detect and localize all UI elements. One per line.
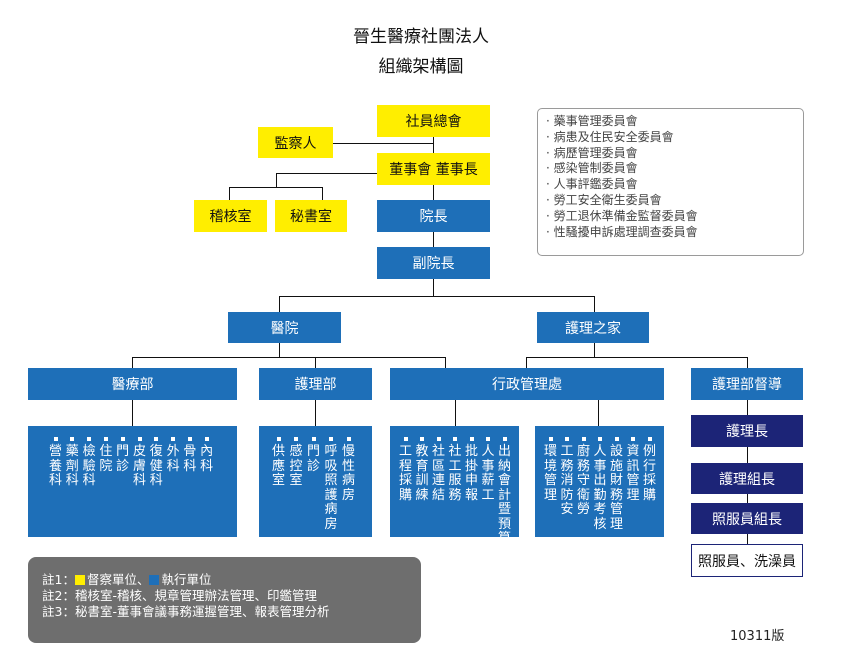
medical-dept-box: 醫療部 (28, 368, 237, 400)
committee-item: · 病患及住民安全委員會 (546, 129, 674, 144)
connector-line (279, 296, 595, 297)
unit-label: 內科 (199, 437, 214, 474)
unit-label: 外科 (166, 437, 181, 474)
home-units-panel: 環境管理工務消防安廚務守衛勞人事出勤考核設施財務管理資訊管理例行採購 (535, 426, 664, 537)
connector-line (132, 357, 446, 358)
committee-item: · 病歷管理委員會 (546, 145, 638, 160)
unit-label: 呼吸照護病房 (324, 437, 339, 532)
connector-line (747, 534, 748, 544)
admin-dept-box: 行政管理處 (390, 368, 664, 400)
connector-line (322, 187, 323, 200)
nursing-units-panel: 供應室感控室門診呼吸照護病房慢性病房 (259, 426, 372, 537)
unit-label: 慢性病房 (341, 437, 356, 503)
notes-panel: 註1： 督察單位、執行單位 註2：稽核室-稽核、規章管理辦法管理、印鑑管理 註3：… (28, 557, 421, 643)
connector-line (594, 343, 595, 357)
connector-line (229, 187, 323, 188)
connector-line (276, 173, 277, 187)
committee-item: · 感染管制委員會 (546, 161, 638, 176)
connector-line (333, 143, 433, 144)
note-2: 註2：稽核室-稽核、規章管理辦法管理、印鑑管理 (42, 588, 317, 603)
unit-label: 人事出勤考核 (593, 437, 608, 532)
committee-item: · 藥事管理委員會 (546, 114, 638, 128)
unit-label: 廚務守衛勞 (576, 437, 591, 518)
connector-line (433, 279, 434, 296)
note-3: 註3：秘書室-董事會議事務運握管理、報表管理分析 (42, 604, 330, 619)
team-leader-box: 護理組長 (691, 463, 803, 494)
org-title: 晉生醫療社團法人 (353, 27, 489, 47)
vice-director-box: 副院長 (377, 247, 490, 279)
connector-line (526, 357, 748, 358)
unit-label: 感控室 (289, 437, 304, 489)
board-chairman-box: 董事會 董事長 (377, 153, 490, 185)
member-assembly-box: 社員總會 (377, 105, 490, 137)
unit-label: 住院 (98, 437, 113, 474)
connector-line (594, 296, 595, 312)
connector-line (132, 357, 133, 368)
connector-line (747, 357, 748, 368)
unit-label: 社區連結 (431, 437, 446, 503)
connector-line (279, 296, 280, 312)
chart-subtitle: 組織架構圖 (378, 57, 464, 77)
unit-label: 門診 (115, 437, 130, 474)
unit-label: 檢驗科 (82, 437, 97, 489)
head-nurse-box: 護理長 (691, 415, 803, 447)
note-1-supervise: 督察單位、 (86, 572, 150, 587)
unit-label: 資訊管理 (626, 437, 641, 503)
unit-label: 社工服務 (448, 437, 463, 503)
unit-label: 出納會計暨預算 (497, 437, 512, 547)
connector-line (455, 400, 456, 426)
execute-color-swatch (149, 575, 160, 585)
committee-item: · 勞工安全衛生委員會 (546, 192, 662, 207)
unit-label: 供應室 (271, 437, 286, 489)
supervise-color-swatch (74, 575, 85, 585)
connector-line (433, 232, 434, 247)
unit-label: 骨科 (182, 437, 197, 474)
unit-label: 門診 (306, 437, 321, 474)
care-staff-box: 照服員、洗澡員 (691, 544, 803, 577)
connector-line (279, 343, 280, 357)
unit-label: 設施財務管理 (609, 437, 624, 532)
nursing-home-box: 護理之家 (537, 312, 649, 343)
unit-label: 環境管理 (543, 437, 558, 503)
note-1-prefix: 註1： (42, 572, 75, 587)
connector-line (276, 173, 378, 174)
committee-item: · 人事評鑑委員會 (546, 177, 638, 192)
connector-line (229, 187, 230, 200)
hospital-box: 醫院 (228, 312, 341, 343)
supervisor-box: 監察人 (258, 127, 333, 158)
nursing-dept-box: 護理部 (259, 368, 372, 400)
unit-label: 藥劑科 (65, 437, 80, 489)
unit-label: 人事薪工 (481, 437, 496, 503)
connector-line (747, 447, 748, 463)
connector-line (315, 400, 316, 426)
version-label: 10311版 (730, 629, 785, 644)
secretary-office-box: 秘書室 (275, 200, 347, 232)
connector-line (747, 494, 748, 503)
unit-label: 工務消防安 (560, 437, 575, 518)
connector-line (526, 357, 527, 368)
unit-label: 營養科 (48, 437, 63, 489)
connector-line (445, 357, 446, 368)
medical-units-panel: 營養科藥劑科檢驗科住院門診皮膚科復健科外科骨科內科 (28, 426, 237, 537)
unit-label: 皮膚科 (132, 437, 147, 489)
unit-label: 復健科 (149, 437, 164, 489)
committee-list: · 藥事管理委員會· 病患及住民安全委員會· 病歷管理委員會· 感染管制委員會·… (537, 108, 804, 256)
note-1: 註1： 督察單位、執行單位 (42, 572, 407, 588)
care-lead-box: 照服員組長 (691, 503, 803, 534)
committee-item: · 性騷擾申訴處理調查委員會 (546, 224, 698, 239)
unit-label: 批掛申報 (464, 437, 479, 503)
unit-label: 教育訓練 (415, 437, 430, 503)
note-1-execute: 執行單位 (161, 572, 212, 587)
unit-label: 例行採購 (642, 437, 657, 503)
audit-office-box: 稽核室 (194, 200, 267, 232)
connector-line (598, 400, 599, 426)
connector-line (747, 400, 748, 415)
nursing-supervision-box: 護理部督導 (691, 368, 803, 400)
director-box: 院長 (377, 200, 490, 232)
connector-line (315, 357, 316, 368)
connector-line (132, 400, 133, 426)
admin-units-panel: 工程採購教育訓練社區連結社工服務批掛申報人事薪工出納會計暨預算 (390, 426, 519, 546)
committee-item: · 勞工退休準備金監督委員會 (546, 208, 698, 223)
unit-label: 工程採購 (398, 437, 413, 503)
